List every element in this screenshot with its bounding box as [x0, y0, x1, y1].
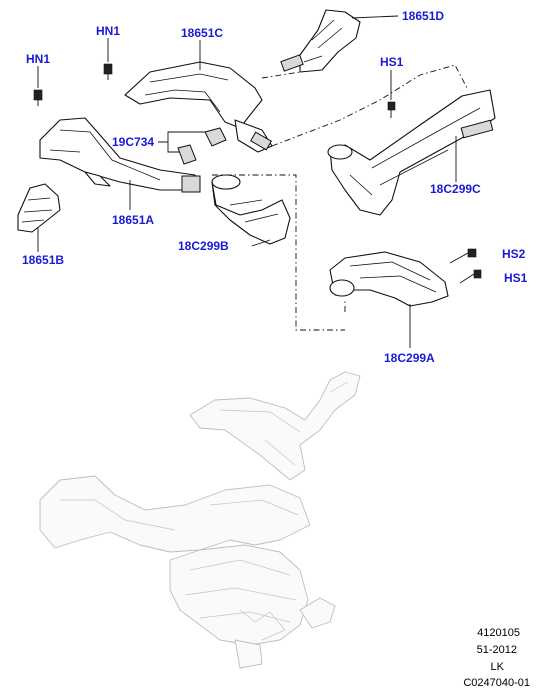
callout-18C299A: 18C299A — [384, 351, 435, 365]
reference-line-3: LK — [491, 661, 505, 673]
callout-18651A: 18651A — [112, 213, 154, 227]
part-19C734-clip — [177, 127, 227, 165]
part-18651A-left-duct — [39, 117, 201, 193]
part-18C299B-duct-elbow — [211, 174, 291, 245]
fastener-hs2 — [449, 248, 477, 264]
callout-18C299C: 18C299C — [430, 182, 481, 196]
leader-lines — [37, 15, 457, 348]
callout-18651C: 18651C — [181, 26, 223, 40]
fastener-hs1-right — [459, 269, 482, 284]
callout-18651D: 18651D — [402, 9, 444, 23]
assembly-lines — [212, 64, 469, 331]
callout-hs1-right: HS1 — [504, 271, 528, 285]
part-18C299C-right-duct — [327, 89, 496, 216]
callout-labels: HN1 HN1 18651C 18651D HS1 19C734 18651A … — [22, 9, 528, 365]
callout-hs1-top: HS1 — [380, 55, 404, 69]
part-18C299A-lower-duct — [329, 251, 449, 307]
callout-18C299B: 18C299B — [178, 239, 229, 253]
fastener-hn1-left — [33, 89, 43, 106]
reference-line-1: 4120105 — [477, 627, 520, 639]
callout-19C734: 19C734 — [112, 135, 154, 149]
reference-line-2: 51-2012 — [477, 644, 517, 656]
callout-hn1-top: HN1 — [96, 24, 120, 38]
part-18651C-center-duct — [124, 61, 273, 153]
fastener-hn1-top — [103, 63, 113, 80]
part-18651D-vent-duct — [280, 9, 361, 73]
callout-hs2: HS2 — [502, 247, 526, 261]
reference-block: 4120105 51-2012 LK C0247040-01 — [463, 627, 530, 689]
fastener-hs1-top — [387, 101, 396, 118]
ghosted-assembly-illustration — [39, 371, 361, 669]
part-18651B-bracket — [17, 183, 61, 233]
callout-18651B: 18651B — [22, 253, 64, 267]
reference-line-4: C0247040-01 — [463, 677, 530, 689]
callout-hn1-left: HN1 — [26, 52, 50, 66]
